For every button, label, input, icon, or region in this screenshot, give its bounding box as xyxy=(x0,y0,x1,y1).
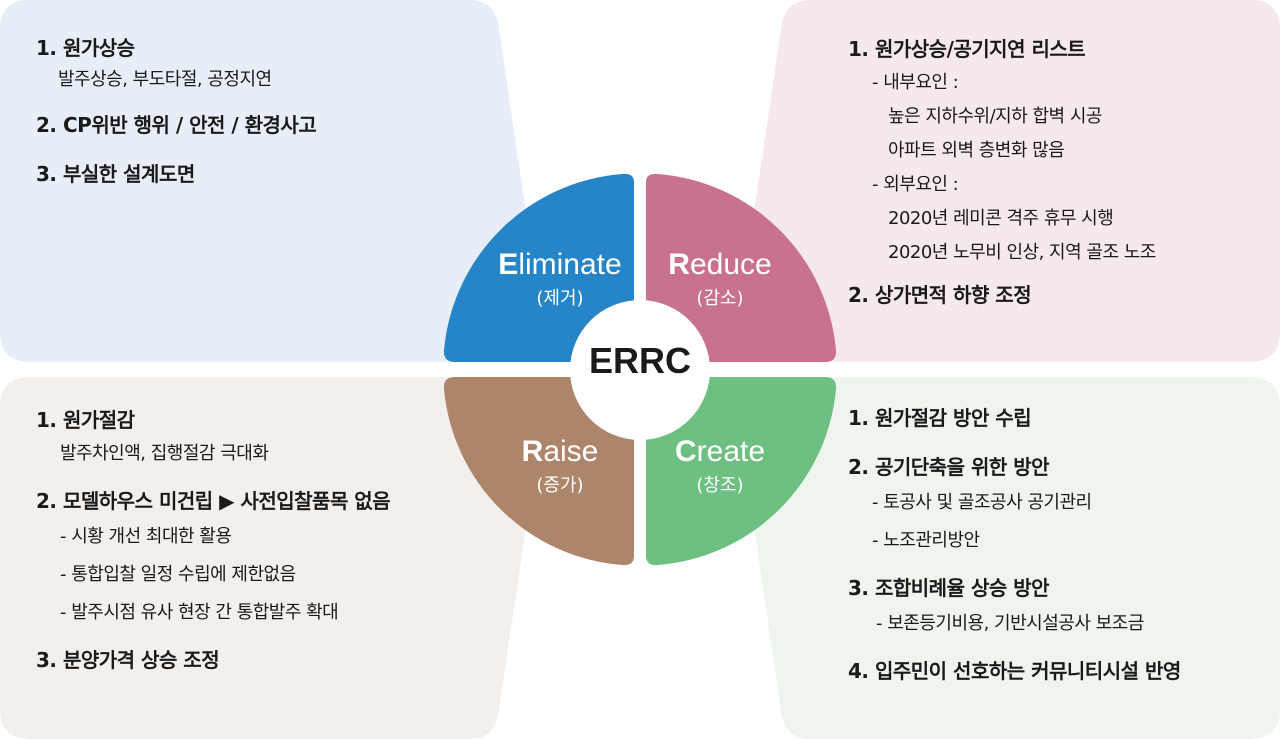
reduce-quadrant xyxy=(646,173,837,362)
create-quadrant xyxy=(646,377,837,566)
eliminate-item-1-detail: 발주상승, 부도타절, 공정지연 xyxy=(58,69,272,90)
raise-item-2-detail-1: - 시황 개선 최대한 활용 xyxy=(60,526,232,547)
eliminate-rest: liminate xyxy=(518,248,622,281)
create-item-3-detail: - 보존등기비용, 기반시설공사 보조금 xyxy=(876,613,1144,634)
create-item-1: 1. 원가절감 방안 수립 xyxy=(848,406,1032,430)
reduce-external-1: 2020년 레미콘 격주 휴무 시행 xyxy=(888,208,1114,229)
eliminate-label: Eliminate (제거) xyxy=(460,248,660,310)
reduce-item-2: 2. 상가면적 하향 조정 xyxy=(848,283,1032,307)
create-item-4: 4. 입주민이 선호하는 커뮤니티시설 반영 xyxy=(848,659,1181,683)
reduce-korean: (감소) xyxy=(696,288,744,309)
eliminate-item-2: 2. CP위반 행위 / 안전 / 환경사고 xyxy=(36,113,317,137)
reduce-external-2: 2020년 노무비 인상, 지역 골조 노조 xyxy=(888,242,1156,263)
raise-initial: R xyxy=(521,435,544,468)
create-panel-bg xyxy=(732,377,1280,739)
raise-label: Raise (증가) xyxy=(460,435,660,497)
create-panel: 1. 원가절감 방안 수립 2. 공기단축을 위한 방안 - 토공사 및 골조공… xyxy=(848,402,1181,684)
raise-item-1-detail: 발주차인액, 집행절감 극대화 xyxy=(60,443,269,464)
eliminate-korean: (제거) xyxy=(536,288,584,309)
center-title: ERRC xyxy=(588,340,691,381)
eliminate-quadrant xyxy=(443,173,634,362)
raise-item-2: 2. 모델하우스 미건립 ▶ 사전입찰품목 없음 xyxy=(36,489,391,513)
create-korean: (창조) xyxy=(696,475,744,496)
eliminate-item-1: 1. 원가상승 xyxy=(36,36,135,60)
eliminate-initial: E xyxy=(498,248,519,281)
reduce-internal-label: - 내부요인 : xyxy=(872,72,959,93)
reduce-internal-1: 높은 지하수위/지하 합벽 시공 xyxy=(888,106,1102,127)
raise-item-2-detail-2: - 통합입찰 일정 수립에 제한없음 xyxy=(60,564,296,585)
reduce-external-label: - 외부요인 : xyxy=(872,174,959,195)
reduce-panel-bg xyxy=(732,0,1280,362)
center-circle xyxy=(570,300,710,440)
eliminate-panel-bg xyxy=(0,0,548,362)
raise-item-1: 1. 원가절감 xyxy=(36,408,135,432)
create-initial: C xyxy=(674,435,697,468)
reduce-internal-2: 아파트 외벽 층변화 많음 xyxy=(888,140,1065,161)
raise-item-3: 3. 분양가격 상승 조정 xyxy=(36,648,220,672)
raise-korean: (증가) xyxy=(536,475,584,496)
reduce-panel: 1. 원가상승/공기지연 리스트 - 내부요인 : 높은 지하수위/지하 합벽 … xyxy=(848,32,1156,312)
raise-quadrant xyxy=(443,377,634,566)
create-label: Create (창조) xyxy=(620,435,820,497)
create-item-3: 3. 조합비례율 상승 방안 xyxy=(848,576,1050,600)
eliminate-panel: 1. 원가상승 발주상승, 부도타절, 공정지연 2. CP위반 행위 / 안전… xyxy=(36,32,317,187)
create-item-2-detail-2: - 노조관리방안 xyxy=(872,530,980,551)
reduce-label: Reduce (감소) xyxy=(620,248,820,310)
reduce-rest: educe xyxy=(689,248,772,281)
create-rest: reate xyxy=(696,435,766,468)
raise-panel-bg xyxy=(0,377,548,739)
raise-panel: 1. 원가절감 발주차인액, 집행절감 극대화 2. 모델하우스 미건립 ▶ 사… xyxy=(36,404,391,673)
raise-rest: aise xyxy=(543,435,599,468)
reduce-item-1: 1. 원가상승/공기지연 리스트 xyxy=(848,37,1086,61)
reduce-initial: R xyxy=(668,248,690,281)
eliminate-item-3: 3. 부실한 설계도면 xyxy=(36,162,195,186)
raise-item-2-detail-3: - 발주시점 유사 현장 간 통합발주 확대 xyxy=(60,602,339,623)
create-item-2: 2. 공기단축을 위한 방안 xyxy=(848,455,1050,479)
create-item-2-detail-1: - 토공사 및 골조공사 공기관리 xyxy=(872,492,1092,513)
